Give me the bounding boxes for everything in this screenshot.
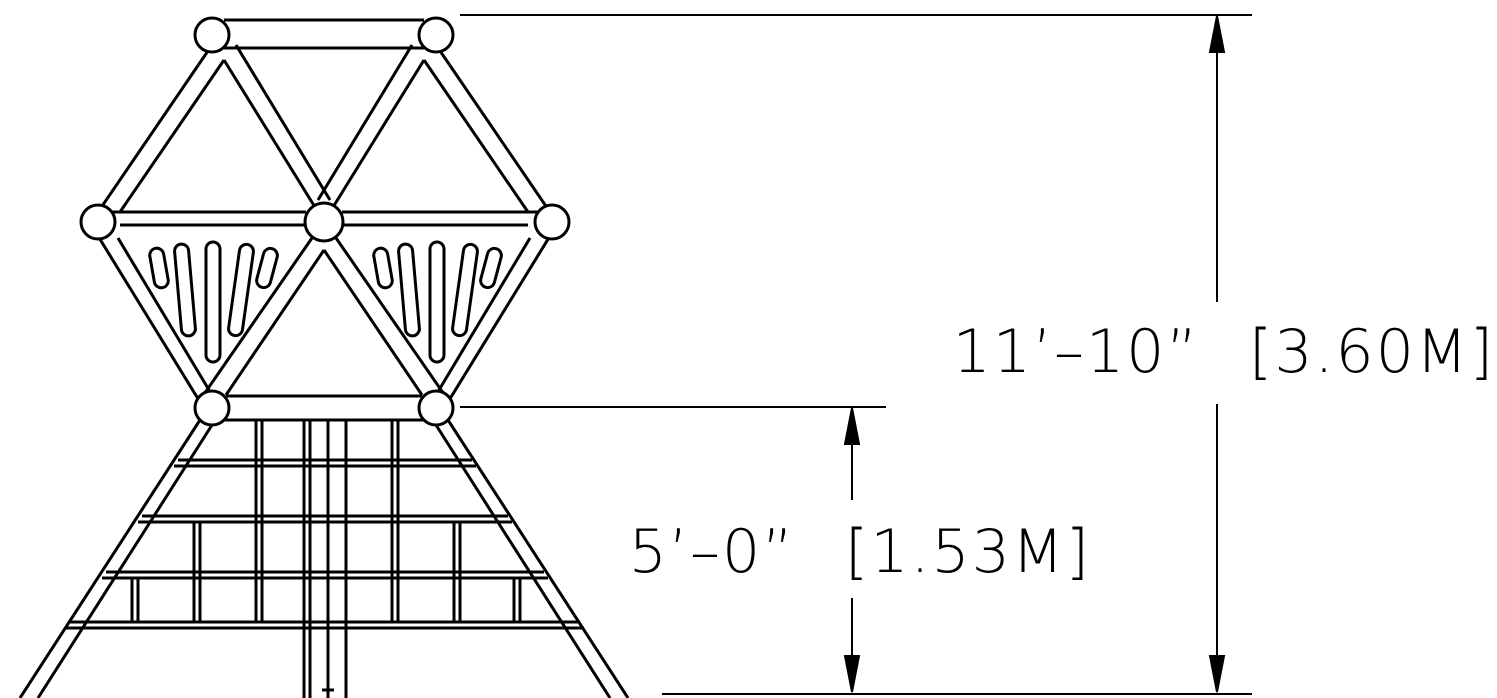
arrowhead-top <box>1208 15 1226 53</box>
arrowhead-platform-top <box>843 407 861 445</box>
joint-bottom-left <box>193 389 231 427</box>
joint-left <box>79 203 117 241</box>
arrowhead-bottom-total <box>1208 655 1226 693</box>
platform-height-metric: [1.53M] <box>845 517 1091 587</box>
climbing-net <box>18 419 630 698</box>
joint-top-right <box>417 16 455 54</box>
joint-bottom-right <box>417 389 455 427</box>
joint-top-left <box>193 16 231 54</box>
joint-center <box>303 201 345 243</box>
joint-connectors <box>79 16 571 427</box>
total-height-metric: [3.60M] <box>1249 317 1495 387</box>
arrowhead-platform-bottom <box>843 655 861 693</box>
panel-vent-slots <box>148 240 503 364</box>
joint-right <box>533 203 571 241</box>
total-height-imperial: 11’–10” <box>953 317 1200 387</box>
hexagon-frame <box>94 18 554 422</box>
dimension-lines <box>460 14 1252 695</box>
platform-height-imperial: 5’–0” <box>629 517 796 587</box>
